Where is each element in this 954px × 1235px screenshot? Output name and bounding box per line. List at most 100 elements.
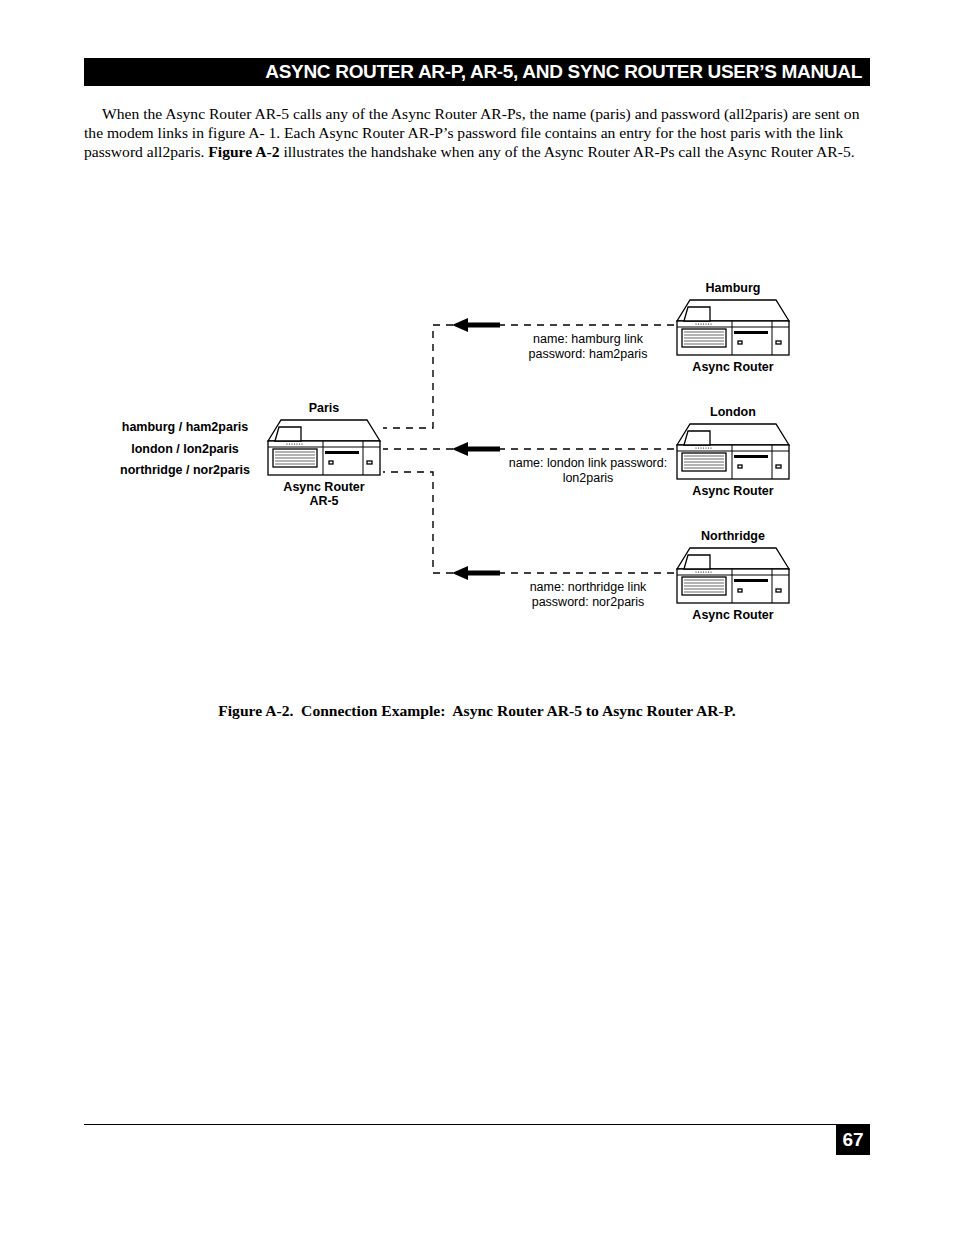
vent-dot bbox=[695, 447, 696, 448]
paragraph-text: illustrates the handshake when any of th… bbox=[283, 143, 854, 160]
router-module bbox=[684, 431, 710, 445]
vent-dot bbox=[703, 571, 704, 572]
router-model: Async Router bbox=[674, 484, 792, 498]
vent-dot bbox=[705, 323, 706, 324]
led bbox=[776, 589, 781, 592]
modem-link bbox=[383, 318, 674, 428]
panel-stripe bbox=[684, 332, 724, 333]
panel-stripe bbox=[684, 589, 724, 590]
link-credentials: name: northridge link password: nor2pari… bbox=[508, 580, 668, 610]
panel-stripe bbox=[684, 580, 724, 581]
router-panel bbox=[682, 577, 726, 595]
vent-dot bbox=[291, 443, 292, 444]
router-node: HamburgAsync Router bbox=[674, 281, 792, 374]
router-node: ParisAsync Router AR-5 bbox=[265, 401, 383, 508]
router-model: Async Router bbox=[674, 608, 792, 622]
led bbox=[776, 465, 781, 468]
modem-link bbox=[383, 442, 674, 456]
led bbox=[329, 461, 333, 464]
router-divider bbox=[732, 569, 733, 603]
vent-dot bbox=[700, 447, 701, 448]
drive-slot bbox=[734, 455, 768, 458]
router-name: Hamburg bbox=[674, 281, 792, 295]
router-top bbox=[677, 424, 789, 445]
link-credentials: name: london link password: lon2paris bbox=[508, 456, 668, 486]
vent-dot bbox=[301, 443, 302, 444]
panel-stripe bbox=[275, 464, 315, 465]
arrow-head bbox=[452, 442, 468, 456]
footer-rule bbox=[84, 1124, 870, 1125]
panel-stripe bbox=[275, 458, 315, 459]
modem-link bbox=[383, 472, 674, 580]
panel-stripe bbox=[684, 586, 724, 587]
arrow-head bbox=[452, 566, 468, 580]
led bbox=[738, 589, 742, 592]
router-node: LondonAsync Router bbox=[674, 405, 792, 498]
router-front bbox=[677, 321, 789, 355]
router-front bbox=[677, 445, 789, 479]
vent-dot bbox=[294, 443, 295, 444]
router-divider bbox=[323, 441, 324, 475]
drive-slot bbox=[734, 331, 768, 334]
panel-stripe bbox=[684, 462, 724, 463]
router-icon bbox=[674, 297, 792, 357]
drive-slot bbox=[734, 579, 768, 582]
router-divider bbox=[732, 445, 733, 479]
router-divider bbox=[772, 569, 773, 603]
panel-stripe bbox=[684, 338, 724, 339]
panel-stripe bbox=[684, 335, 724, 336]
router-divider bbox=[772, 321, 773, 355]
router-icon bbox=[265, 417, 383, 477]
arrow-head bbox=[452, 318, 468, 332]
router-top bbox=[677, 300, 789, 321]
vent-dot bbox=[710, 323, 711, 324]
dashed-link bbox=[383, 472, 674, 573]
body-paragraph: When the Async Router AR-5 calls any of … bbox=[84, 104, 870, 161]
router-module bbox=[684, 555, 710, 569]
vent-dot bbox=[705, 447, 706, 448]
router-model: Async Router bbox=[674, 360, 792, 374]
figure-reference: Figure A-2 bbox=[208, 143, 279, 160]
panel-stripe bbox=[684, 341, 724, 342]
router-panel bbox=[682, 453, 726, 471]
vent-dot bbox=[695, 323, 696, 324]
router-panel bbox=[273, 449, 317, 467]
router-divider bbox=[732, 321, 733, 355]
panel-stripe bbox=[684, 344, 724, 345]
link-credentials: name: hamburg link password: ham2paris bbox=[508, 332, 668, 362]
vent-dot bbox=[708, 571, 709, 572]
page-number: 67 bbox=[842, 1129, 863, 1150]
vent-dot bbox=[705, 571, 706, 572]
router-divider bbox=[772, 445, 773, 479]
router-icon bbox=[674, 421, 792, 481]
vent-dot bbox=[286, 443, 287, 444]
panel-stripe bbox=[684, 592, 724, 593]
drive-slot bbox=[325, 451, 359, 454]
vent-dot bbox=[700, 571, 701, 572]
router-icon bbox=[674, 545, 792, 605]
password-entry: hamburg / ham2paris bbox=[100, 420, 270, 434]
vent-dot bbox=[299, 443, 300, 444]
vent-dot bbox=[700, 323, 701, 324]
vent-dot bbox=[710, 571, 711, 572]
router-front bbox=[268, 441, 380, 475]
router-name: Northridge bbox=[674, 529, 792, 543]
dashed-link bbox=[383, 448, 674, 449]
vent-dot bbox=[708, 447, 709, 448]
vent-dot bbox=[708, 323, 709, 324]
panel-stripe bbox=[684, 468, 724, 469]
router-top bbox=[268, 420, 380, 441]
vent-dot bbox=[703, 447, 704, 448]
router-name: Paris bbox=[265, 401, 383, 415]
vent-dot bbox=[698, 447, 699, 448]
header-bar: ASYNC ROUTER AR-P, AR-5, AND SYNC ROUTER… bbox=[84, 58, 870, 86]
figure-caption: Figure A-2. Connection Example: Async Ro… bbox=[84, 702, 870, 720]
panel-stripe bbox=[684, 459, 724, 460]
led bbox=[738, 341, 742, 344]
vent-dot bbox=[296, 443, 297, 444]
header-title: ASYNC ROUTER AR-P, AR-5, AND SYNC ROUTER… bbox=[265, 61, 862, 83]
password-entry: northridge / nor2paris bbox=[100, 463, 270, 477]
panel-stripe bbox=[275, 461, 315, 462]
vent-dot bbox=[695, 571, 696, 572]
